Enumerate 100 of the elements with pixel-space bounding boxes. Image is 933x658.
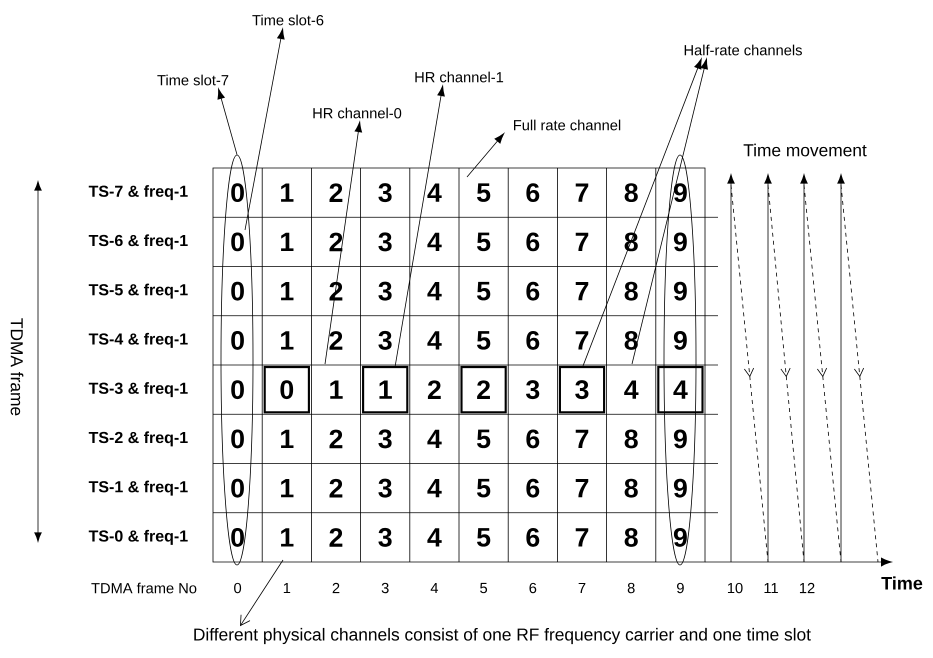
highlighted-cell: 0 (264, 366, 310, 414)
table-cell: 0 (231, 330, 244, 350)
frame-number: 4 (430, 582, 438, 594)
frame-number: 0 (234, 582, 242, 594)
table-cell: 6 (526, 282, 540, 301)
frame-number: 10 (728, 582, 743, 594)
table-cell: 0 (231, 478, 244, 498)
callout-text: Full rate channel (514, 120, 620, 130)
highlighted-cell: 3 (558, 366, 606, 414)
table-cell: 9 (674, 183, 687, 202)
table-cell: 2 (330, 430, 342, 448)
leader-line (240, 560, 284, 626)
table-cell: 5 (477, 232, 490, 252)
table-cell: 0 (231, 380, 244, 400)
leader-line (394, 86, 445, 366)
table-cell: 6 (526, 232, 540, 252)
table-cell: 9 (674, 282, 687, 301)
table-cell: 4 (427, 430, 442, 448)
table-cell: 7 (576, 232, 588, 252)
axis-label: TDMA frame No (91, 582, 196, 594)
frame-number: 11 (764, 582, 778, 594)
leader-line (582, 58, 702, 366)
table-cell: 3 (378, 478, 392, 498)
annotation: Time movement (744, 144, 867, 156)
callout-text: Half-rate channels (684, 44, 802, 56)
table-cell: 7 (576, 478, 588, 498)
table-cell: 7 (576, 282, 588, 300)
table-cell: 1 (281, 282, 294, 300)
table-cell: 2 (330, 183, 342, 202)
table-cell: 2 (428, 380, 441, 399)
table-cell: 0 (231, 282, 244, 301)
table-cell: 9 (674, 232, 687, 252)
highlighted-cell: 1 (362, 366, 408, 414)
callout-text: HR channel-0 (313, 108, 402, 118)
table-cell: 4 (427, 528, 442, 547)
highlighted-cell: 4 (657, 366, 704, 414)
frame-number: 12 (800, 582, 814, 594)
table-cell: 5 (477, 183, 490, 202)
table-cell: 8 (624, 330, 638, 350)
table-cell: 4 (427, 478, 442, 498)
table-cell: 7 (576, 430, 588, 448)
leader-line (244, 28, 285, 230)
table-cell: 5 (477, 528, 490, 547)
callout-text: Different physical channels consist of one RF frequency carrier and one time slot (194, 628, 811, 644)
table-cell: 3 (526, 380, 540, 400)
table-cell: 1 (281, 528, 294, 547)
frame-number: 2 (332, 582, 340, 594)
row-label: TS-0 & freq-1 (88, 530, 188, 545)
table-cell: 4 (427, 331, 442, 350)
row-label: TS-1 & freq-1 (88, 480, 188, 496)
table-cell: 1 (281, 183, 294, 202)
table-cell: 0 (231, 429, 244, 448)
table-cell: 0 (231, 528, 244, 547)
column-ellipse (664, 154, 696, 566)
frame-number: 1 (284, 582, 290, 594)
table-cell: 8 (624, 429, 638, 448)
table-cell: 4 (427, 232, 442, 252)
table-cell: 6 (526, 478, 540, 498)
frame-number: 8 (628, 582, 635, 594)
table-cell: 6 (526, 429, 540, 448)
row-label: TS-4 & freq-1 (88, 332, 188, 348)
table-cell: 4 (427, 183, 442, 202)
row-label: TS-2 & freq-1 (88, 431, 188, 446)
table-cell: 2 (330, 478, 342, 498)
table-cell: 3 (378, 232, 392, 252)
leader-line (632, 58, 708, 364)
table-cell: 5 (477, 282, 490, 300)
table-cell: 5 (477, 478, 490, 498)
frame-number: 6 (529, 582, 536, 594)
column-ellipse (220, 154, 254, 566)
table-cell: 8 (624, 183, 638, 202)
table-cell: 9 (674, 478, 687, 498)
table-cell: 5 (477, 430, 490, 448)
table-cell: 7 (576, 528, 588, 547)
table-cell: 4 (427, 282, 442, 300)
table-cell: 2 (330, 331, 342, 350)
table-cell: 6 (526, 330, 540, 350)
table-cell: 9 (674, 330, 687, 350)
table-cell: 6 (526, 528, 540, 547)
frame-number: 3 (382, 582, 389, 594)
table-cell: 1 (330, 380, 343, 399)
table-cell: 8 (624, 282, 638, 301)
leader-line (324, 122, 362, 364)
callout-text: HR channel-1 (415, 72, 504, 82)
row-label: TS-3 & freq-1 (88, 382, 188, 398)
table-cell: 1 (281, 331, 294, 350)
table-cell: 3 (378, 330, 392, 350)
table-cell: 8 (624, 528, 638, 547)
table-cell: 3 (378, 282, 392, 301)
table-cell: 3 (378, 183, 392, 202)
leader-line (218, 88, 238, 156)
table-cell: 9 (674, 528, 687, 547)
frame-number: 5 (480, 582, 488, 594)
frame-number: 7 (578, 582, 586, 594)
table-cell: 1 (281, 478, 294, 498)
frame-number: 9 (677, 582, 684, 594)
table-cell: 8 (624, 478, 638, 498)
axis-label: TDMA frame (10, 318, 24, 416)
table-cell: 1 (281, 232, 294, 252)
table-cell: 2 (330, 528, 342, 547)
